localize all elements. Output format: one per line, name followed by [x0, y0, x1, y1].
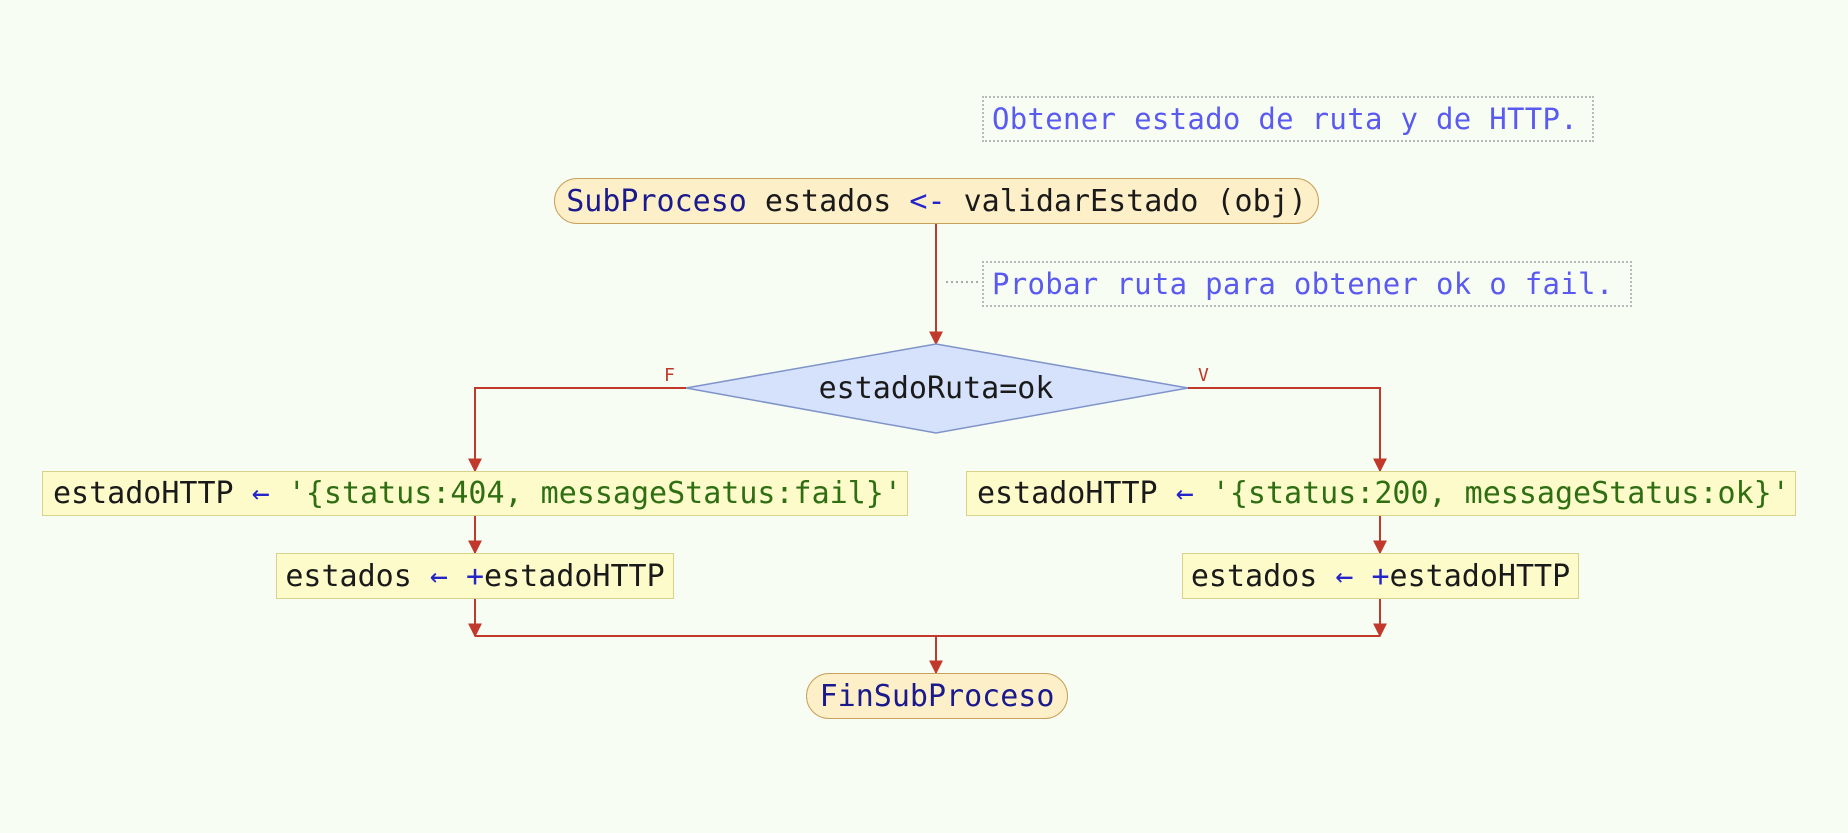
- left-assign2-var: estados: [285, 558, 430, 594]
- left-assign2-value: estadoHTTP: [484, 558, 665, 594]
- right-assign1-value: '{status:200, messageStatus:ok}': [1193, 476, 1790, 511]
- flow-false-branch: [468, 387, 686, 473]
- start-assign-arrow: <-: [909, 183, 946, 219]
- right-assign2-arrow: ←: [1335, 558, 1354, 594]
- true-branch-label: V: [1198, 365, 1209, 386]
- left-assign-http-box[interactable]: estadoHTTP ← '{status:404, messageStatus…: [42, 471, 908, 516]
- left-assign1-arrow: ←: [251, 476, 270, 511]
- comment-mid-text: Probar ruta para obtener ok o fail.: [992, 267, 1614, 301]
- subprocess-start-terminal[interactable]: SubProceso estados <- validarEstado (obj…: [554, 178, 1319, 224]
- left-assign1-var: estadoHTTP: [53, 476, 252, 511]
- false-branch-label: F: [664, 365, 675, 386]
- flow-true-branch: [1188, 387, 1387, 473]
- left-assign2-arrow: ←: [429, 558, 448, 594]
- right-assign1-var: estadoHTTP: [977, 476, 1176, 511]
- decision-diamond[interactable]: [685, 343, 1189, 434]
- subprocess-end-terminal[interactable]: FinSubProceso: [806, 673, 1068, 719]
- right-assign1-arrow: ←: [1175, 476, 1194, 511]
- left-assign2-plus: +: [447, 558, 485, 594]
- right-assign-http-box[interactable]: estadoHTTP ← '{status:200, messageStatus…: [966, 471, 1796, 516]
- left-assign-estados-box[interactable]: estados ← +estadoHTTP: [276, 553, 674, 599]
- start-return-var: estados: [746, 183, 910, 219]
- left-assign1-value: '{status:404, messageStatus:fail}': [269, 476, 902, 511]
- comment-top[interactable]: Obtener estado de ruta y de HTTP.: [982, 96, 1594, 142]
- comment-top-text: Obtener estado de ruta y de HTTP.: [992, 102, 1579, 136]
- decision-condition: estadoRuta=ok: [819, 371, 1054, 406]
- start-call: validarEstado (obj): [945, 183, 1307, 219]
- start-keyword: SubProceso: [566, 183, 747, 219]
- right-assign2-plus: +: [1353, 558, 1390, 594]
- comment-mid[interactable]: Probar ruta para obtener ok o fail.: [982, 261, 1632, 307]
- right-assign2-var: estados: [1190, 558, 1336, 594]
- end-keyword: FinSubProceso: [819, 678, 1055, 714]
- right-assign-estados-box[interactable]: estados ← +estadoHTTP: [1182, 553, 1579, 599]
- right-assign2-value: estadoHTTP: [1389, 558, 1571, 594]
